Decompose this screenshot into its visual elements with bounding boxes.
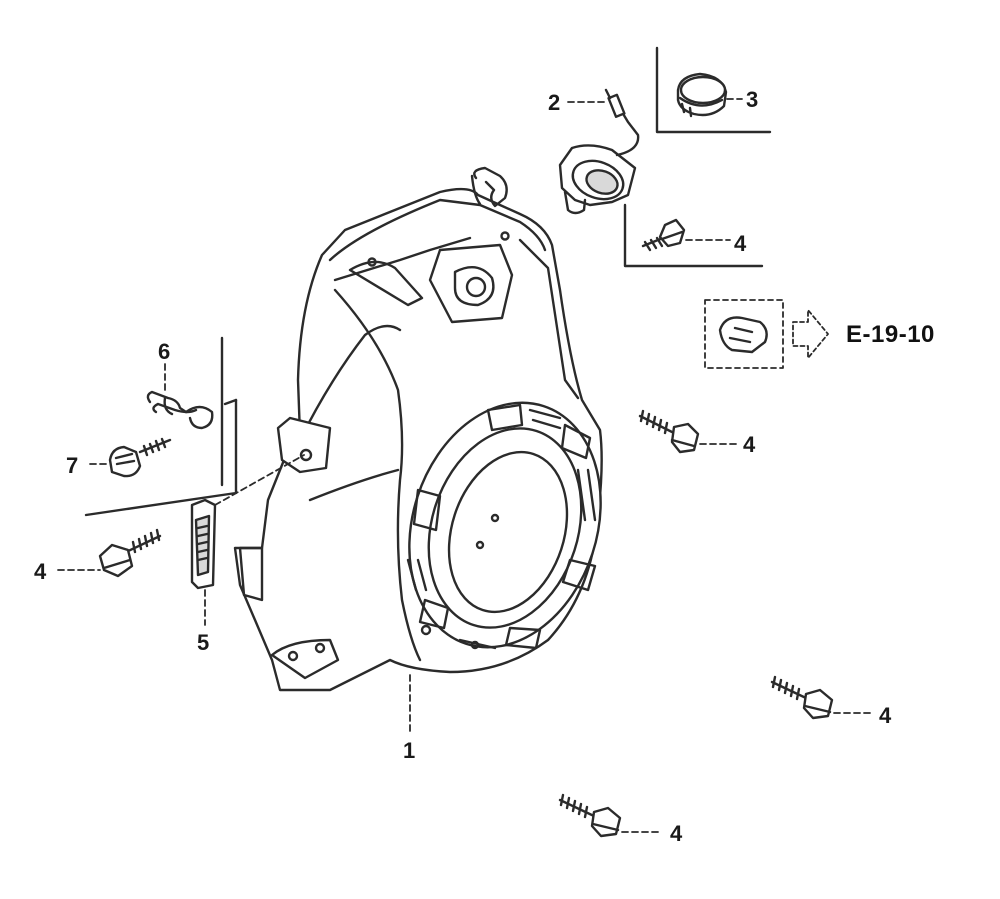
bolt-left: [98, 528, 162, 578]
callout-4-upper-right: 4: [734, 231, 747, 256]
reference-label: E-19-10: [846, 321, 935, 348]
wire-clip-part: [146, 390, 214, 430]
callout-2: 2: [548, 90, 561, 115]
reference-box: [704, 299, 829, 369]
callout-4-lower-right: 4: [879, 703, 892, 728]
screw-part: [108, 437, 172, 478]
callout-4-bottom: 4: [670, 821, 683, 846]
plate-part: [190, 498, 217, 590]
leader-lines: [57, 98, 875, 833]
callout-1: 1: [403, 738, 416, 763]
bolt-bottom: [558, 793, 622, 838]
fan-opening-ring: [406, 401, 602, 650]
callout-3: 3: [746, 87, 759, 112]
stop-switch-assembly: [558, 88, 640, 215]
callout-4-middle-right: 4: [743, 432, 756, 457]
bolt-middle-right: [638, 409, 700, 454]
callout-4-left: 4: [34, 559, 47, 584]
callout-5: 5: [197, 630, 210, 655]
bolt-lower-right: [770, 675, 834, 720]
callout-6: 6: [158, 339, 171, 364]
callout-7: 7: [66, 453, 79, 478]
bolt-upper-right: [641, 218, 686, 252]
cap-part: [676, 72, 728, 118]
